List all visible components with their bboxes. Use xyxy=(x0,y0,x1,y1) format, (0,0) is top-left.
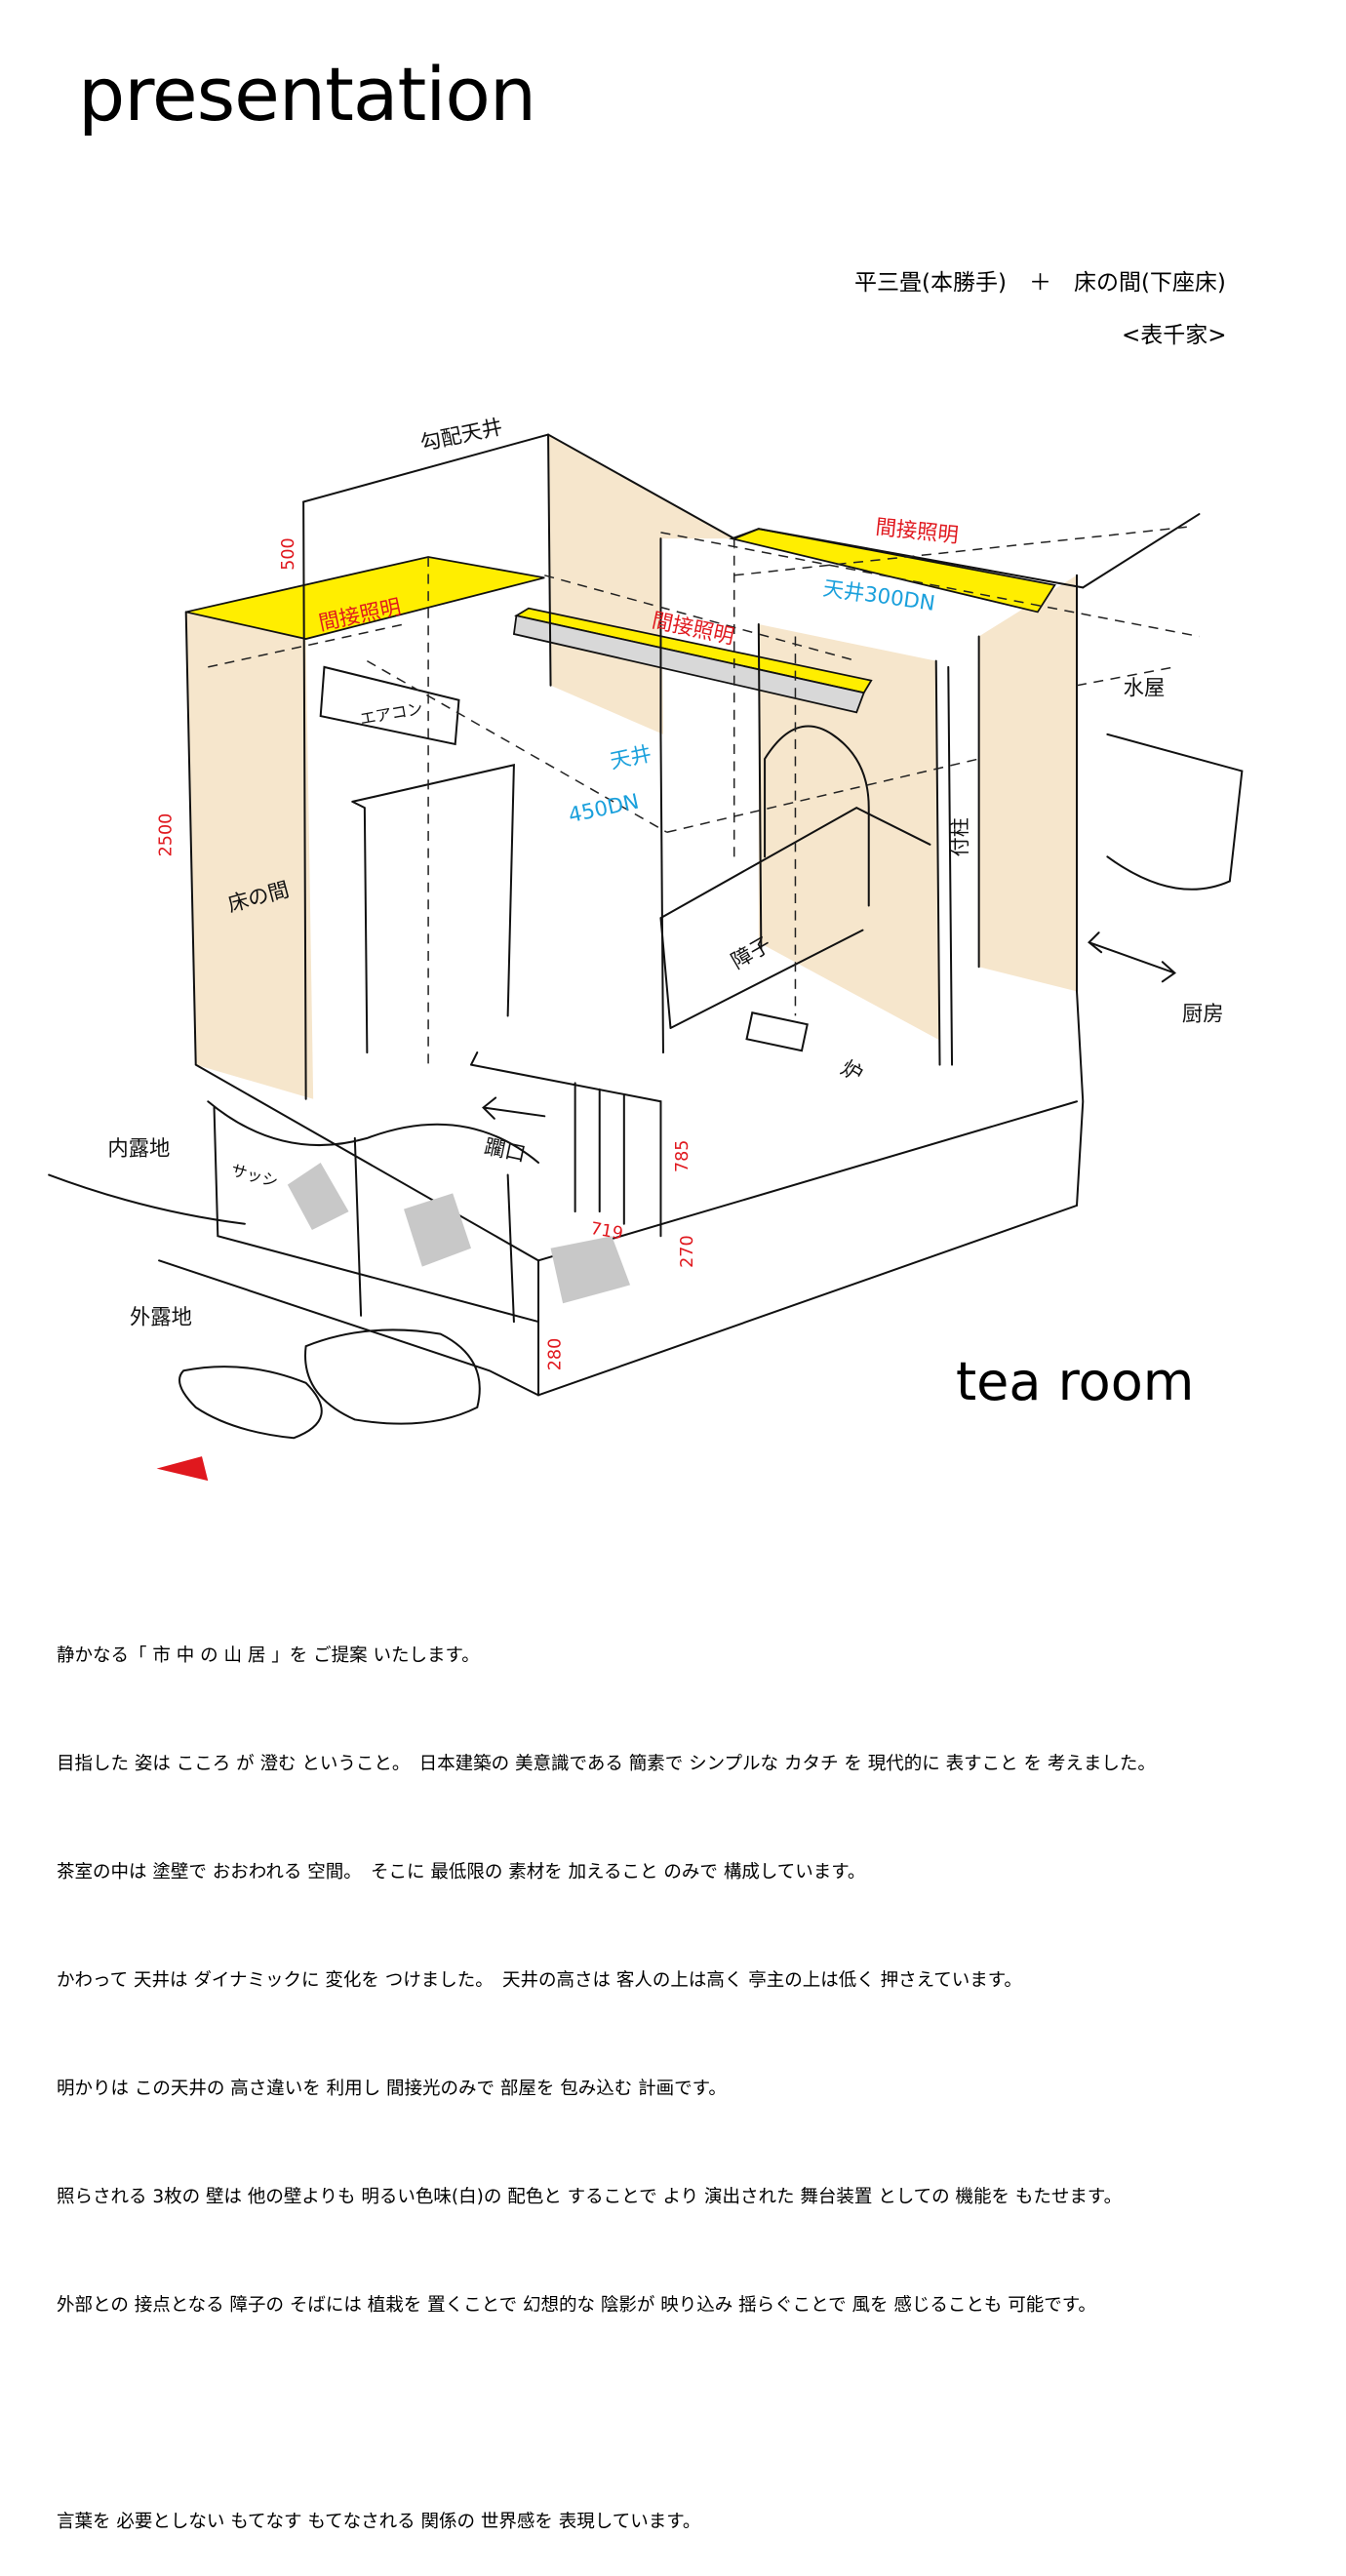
label-air-conditioner: エアコン xyxy=(358,699,423,729)
label-inner-roji: 内露地 xyxy=(107,1136,170,1161)
room-type-subtitle: 平三畳(本勝手) ＋ 床の間(下座床) xyxy=(854,270,1226,296)
label-sash: サッシ xyxy=(229,1161,280,1191)
entry-arrow-icon xyxy=(482,1096,546,1120)
label-outer-roji: 外露地 xyxy=(130,1306,192,1330)
label-kitchen: 厨房 xyxy=(1182,1002,1224,1026)
description-line: 茶室の中は 塗壁で おおわれる 空間。 そこに 最低限の 素材を 加えること の… xyxy=(57,1862,866,1882)
label-ceiling-450: 天井 xyxy=(608,742,653,774)
right-wall xyxy=(978,575,1077,992)
north-marker-icon xyxy=(156,1456,209,1482)
description-line: 静かなる「 市 中 の 山 居 」を ご提案 いたします。 xyxy=(57,1645,480,1666)
label-indirect-light-right: 間接照明 xyxy=(874,515,959,548)
label-nijiriguchi: 躙口 xyxy=(482,1134,528,1167)
label-mizuya: 水屋 xyxy=(1124,677,1166,701)
description-closing: 言葉を 必要としない もてなす もてなされる 関係の 世界感を 表現しています。 xyxy=(57,2512,701,2532)
dimension-270: 270 xyxy=(678,1235,697,1267)
paving-stones xyxy=(287,1162,631,1304)
description-line: 外部との 接点となる 障子の そばには 植栽を 置くことで 幻想的な 陰影が 映… xyxy=(57,2295,1096,2316)
ceiling-beam-center xyxy=(512,614,865,714)
paragraph-gap xyxy=(57,2396,1156,2432)
dimension-785: 785 xyxy=(673,1140,693,1173)
dimension-500: 500 xyxy=(279,537,298,571)
description-line: 照らされる 3枚の 壁は 他の壁よりも 明るい色味(白)の 配色と することで … xyxy=(57,2187,1123,2207)
label-tsukebashira: 付柱 xyxy=(948,817,971,856)
dimension-2500: 2500 xyxy=(157,813,177,857)
tea-room-axonometric-sketch: 勾配天井 間接照明 間接照明 間接照明 天井300DN 天井 450DN エアコ… xyxy=(48,416,1244,1482)
indirect-light-strip-left xyxy=(185,556,545,640)
school-label: <表千家> xyxy=(1122,323,1227,348)
label-ro: 炉 xyxy=(837,1056,867,1088)
kitchen-arrow-icon xyxy=(1088,931,1176,983)
page-title: presentation xyxy=(78,51,536,138)
dashed-guides xyxy=(208,525,1200,1065)
dimension-280: 280 xyxy=(546,1338,566,1371)
concept-description: 静かなる「 市 中 の 山 居 」を ご提案 いたします。 目指した 姿は ここ… xyxy=(57,1565,1156,2576)
description-line: かわって 天井は ダイナミックに 変化を つけました。 天井の高さは 客人の上は… xyxy=(57,1970,1022,1991)
tokonoma-wall xyxy=(185,612,314,1099)
drawing-caption: tea room xyxy=(956,1351,1195,1412)
description-line: 目指した 姿は こころ が 澄む ということ。 日本建築の 美意識である 簡素で… xyxy=(57,1754,1156,1774)
description-line: 明かりは この天井の 高さ違いを 利用し 間接光のみで 部屋を 包み込む 計画で… xyxy=(57,2079,727,2099)
back-wall xyxy=(758,623,940,1041)
label-ceiling-450-dn: 450DN xyxy=(567,789,642,828)
